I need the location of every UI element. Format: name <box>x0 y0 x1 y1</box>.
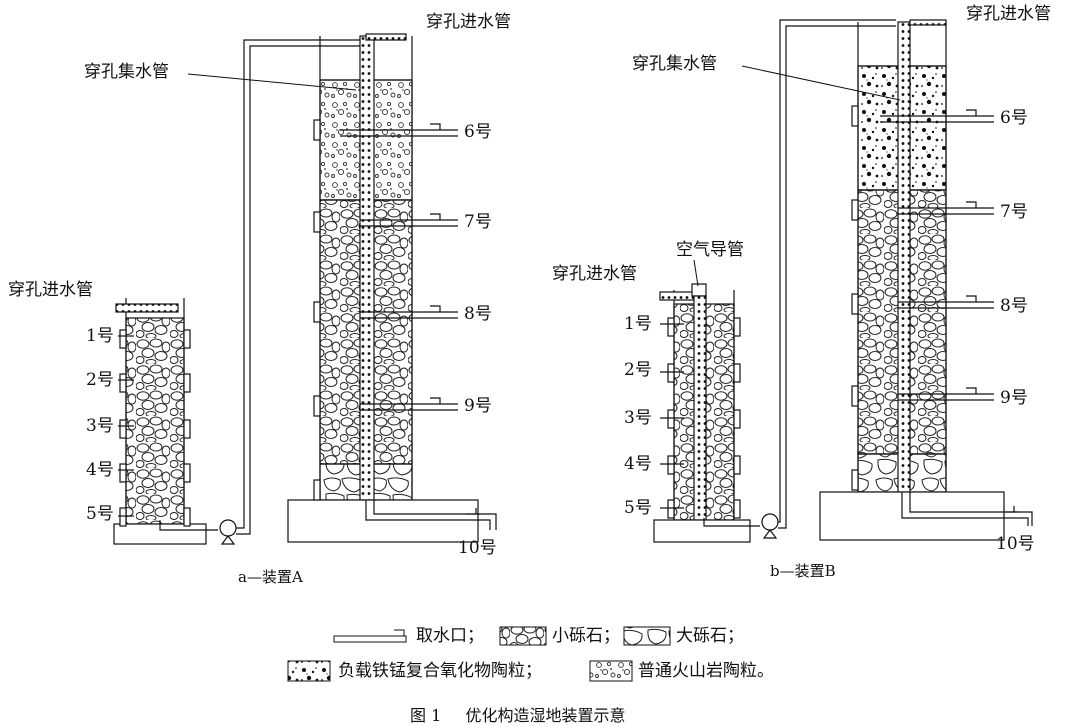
device-b-port-8: 8号 <box>1000 296 1028 316</box>
legend-femn-swatch <box>287 660 331 682</box>
device-a-port-2: 2号 <box>86 370 114 390</box>
legend-large-gravel-label: 大砾石； <box>676 626 744 646</box>
device-b-port-2: 2号 <box>624 360 652 380</box>
device-a-port-5: 5号 <box>86 504 114 524</box>
legend-tap-icon <box>333 629 407 643</box>
device-a-subtitle: a—装置A <box>238 568 303 586</box>
device-a-small-ports <box>118 329 191 527</box>
figure-title: 优化构造湿地装置示意 <box>465 706 626 725</box>
legend-small-gravel-swatch <box>499 626 547 646</box>
device-b-small-column <box>653 283 751 543</box>
device-b-air-pipe-label: 空气导管 <box>676 240 744 260</box>
device-b-port-6: 6号 <box>1000 108 1028 128</box>
device-b-tall-taps <box>851 105 994 491</box>
legend-femn-label: 负载铁锰复合氧化物陶粒； <box>338 661 542 681</box>
legend-tap-label: 取水口； <box>416 626 484 646</box>
device-a-port-6: 6号 <box>464 122 492 142</box>
device-b-inlet-small-label: 穿孔进水管 <box>552 264 637 284</box>
device-a-small-column <box>113 298 207 545</box>
device-a <box>113 33 497 545</box>
device-a-port-10: 10号 <box>458 538 497 558</box>
device-a-inlet-small-label: 穿孔进水管 <box>8 280 93 300</box>
device-a-port-8: 8号 <box>464 304 492 324</box>
device-b-tall-column <box>819 19 1033 541</box>
device-a-port-3: 3号 <box>86 416 114 436</box>
device-a-tall-taps <box>313 119 458 501</box>
device-b-port-5: 5号 <box>624 498 652 518</box>
legend-volcanic-label: 普通火山岩陶粒。 <box>638 661 774 681</box>
legend-small-gravel-label: 小砾石； <box>552 626 620 646</box>
device-a-inlet-top-label: 穿孔进水管 <box>426 12 511 32</box>
device-b-pump <box>703 19 896 539</box>
device-b-port-10: 10号 <box>996 534 1035 554</box>
device-a-port-1: 1号 <box>86 326 114 346</box>
device-a-port-4: 4号 <box>86 460 114 480</box>
device-a-collector-label: 穿孔集水管 <box>84 62 169 82</box>
device-b-port-3: 3号 <box>624 408 652 428</box>
device-b-small-ports <box>660 317 741 519</box>
figure-caption: 图 1 优化构造湿地装置示意 <box>410 702 625 726</box>
device-b-port-4: 4号 <box>624 454 652 474</box>
device-a-pump <box>159 39 366 545</box>
figure-number: 图 1 <box>410 706 442 725</box>
device-b <box>653 19 1033 543</box>
device-b-collector-label: 穿孔集水管 <box>632 54 717 74</box>
legend-swatches <box>287 626 671 682</box>
legend-large-gravel-swatch <box>623 626 671 646</box>
device-b-port-7: 7号 <box>1000 202 1028 222</box>
legend-volcanic-swatch <box>589 660 633 682</box>
device-b-subtitle: b—装置B <box>770 562 836 580</box>
device-a-tall-column <box>287 33 497 543</box>
device-b-port-9: 9号 <box>1000 388 1028 408</box>
device-a-port-7: 7号 <box>464 212 492 232</box>
device-b-port-1: 1号 <box>624 314 652 334</box>
device-a-port-9: 9号 <box>464 396 492 416</box>
device-b-inlet-top-label: 穿孔进水管 <box>966 4 1051 24</box>
